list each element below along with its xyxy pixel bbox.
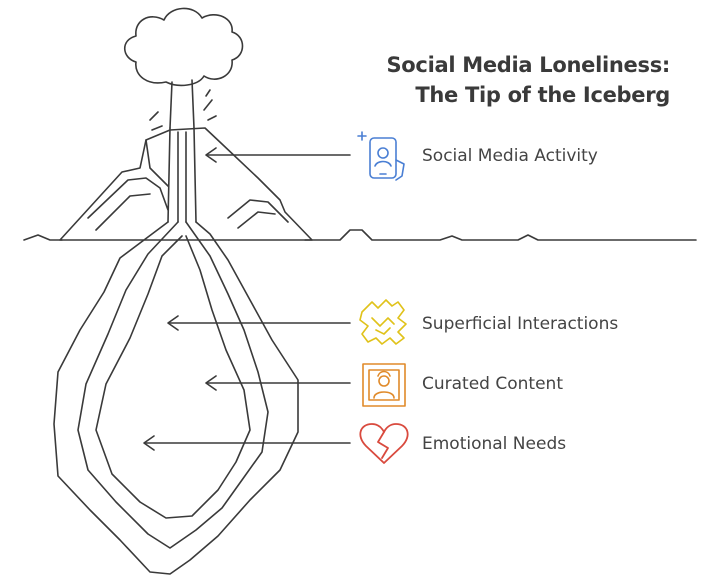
iceberg-body-outer [53,221,299,575]
splash-right-2 [207,115,217,121]
water-line [23,229,697,241]
handshake-icon [359,299,407,345]
arrow-head-curated [205,375,217,391]
label-curated-content: Curated Content [422,374,563,394]
iceberg-tip-ridge-right-2 [237,211,276,229]
smoke-stem-left [169,81,173,129]
label-emotional-needs: Emotional Needs [422,434,567,454]
conduit-outer-left [167,127,171,223]
smartphone-touch-icon [357,131,405,181]
smoke-cloud [123,7,244,87]
iceberg-body-middle [77,221,269,549]
label-superficial-interactions: Superficial Interactions [422,314,619,334]
iceberg-tip-ridge-left [87,177,169,219]
splash-left-1 [149,111,159,121]
broken-heart-icon [359,423,409,464]
title-line-1: Social Media Loneliness: [386,53,670,77]
iceberg-tip-ridge-right [227,199,289,223]
iceberg-body-inner [95,235,251,519]
iceberg-tip-ridge-left-2 [95,193,151,231]
arrow-head-social-media [205,147,217,163]
label-social-media-activity: Social Media Activity [422,146,598,166]
iceberg-tip [59,127,313,241]
splash-right-1 [203,99,213,111]
title-block: Social Media Loneliness: The Tip of the … [386,50,670,110]
conduit-outer-right [193,127,197,223]
smoke-stem-right [191,79,195,129]
splash-left-2 [151,125,163,131]
framed-portrait-icon [362,363,406,407]
iceberg-tip-inner-left [145,139,169,187]
arrow-head-emotional [143,435,155,451]
arrow-head-superficial [167,315,179,331]
title-line-2: The Tip of the Iceberg [415,83,670,107]
splash-right-3 [205,89,211,97]
